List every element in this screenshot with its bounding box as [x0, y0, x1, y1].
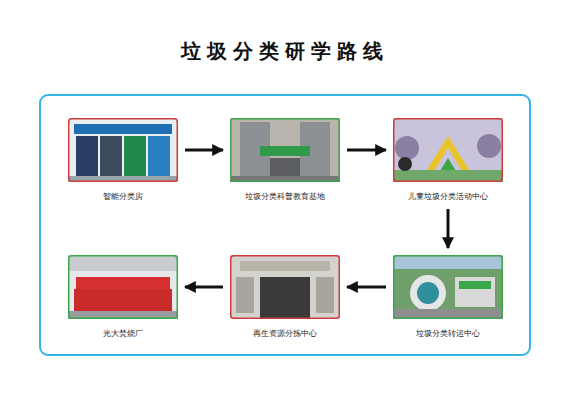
station-caption: 智能分类房 — [68, 191, 178, 202]
flow-arrow — [347, 286, 386, 289]
station-caption: 垃圾分类科普教育基地 — [230, 191, 340, 202]
station-node: 儿童垃圾分类活动中心 — [393, 118, 503, 202]
station-caption: 再生资源分拣中心 — [230, 328, 340, 339]
title: 垃圾分类研学路线 — [0, 38, 570, 65]
flow-arrow — [185, 149, 223, 152]
flow-arrow — [447, 209, 450, 248]
station-node: 智能分类房 — [68, 118, 178, 202]
station-photo — [230, 118, 340, 182]
station-node: 垃圾分类转运中心 — [393, 255, 503, 339]
station-photo — [230, 255, 340, 319]
station-photo — [393, 255, 503, 319]
station-caption: 光大焚烧厂 — [68, 328, 178, 339]
station-caption: 垃圾分类转运中心 — [393, 328, 503, 339]
frame-border — [40, 95, 530, 355]
station-photo — [68, 255, 178, 319]
station-node: 光大焚烧厂 — [68, 255, 178, 339]
station-caption: 儿童垃圾分类活动中心 — [393, 191, 503, 202]
station-photo — [393, 118, 503, 182]
flow-arrow — [185, 286, 223, 289]
station-node: 垃圾分类科普教育基地 — [230, 118, 340, 202]
station-node: 再生资源分拣中心 — [230, 255, 340, 339]
flow-arrow — [347, 149, 386, 152]
station-photo — [68, 118, 178, 182]
